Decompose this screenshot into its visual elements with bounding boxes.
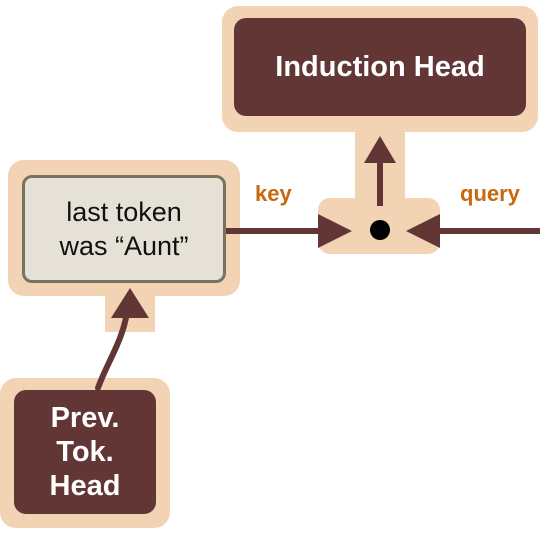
last-token-arrowhead — [111, 288, 149, 318]
induction-head-box: Induction Head — [234, 18, 526, 116]
key-label: key — [255, 181, 292, 206]
last-token-box: last token was “Aunt” — [22, 175, 226, 283]
query-label: query — [460, 181, 520, 206]
prev-tok-head-label: Prev. Tok. Head — [49, 402, 121, 502]
induction-head-label: Induction Head — [275, 50, 485, 83]
query-arrowhead — [406, 214, 440, 248]
dot-product-node — [370, 220, 390, 240]
key-arrowhead — [318, 214, 352, 248]
prev-tok-to-last-token-edge — [95, 303, 131, 391]
last-token-label: last token was “Aunt” — [59, 197, 189, 261]
prev-tok-head-box: Prev. Tok. Head — [14, 390, 156, 514]
output-arrowhead — [364, 136, 396, 163]
